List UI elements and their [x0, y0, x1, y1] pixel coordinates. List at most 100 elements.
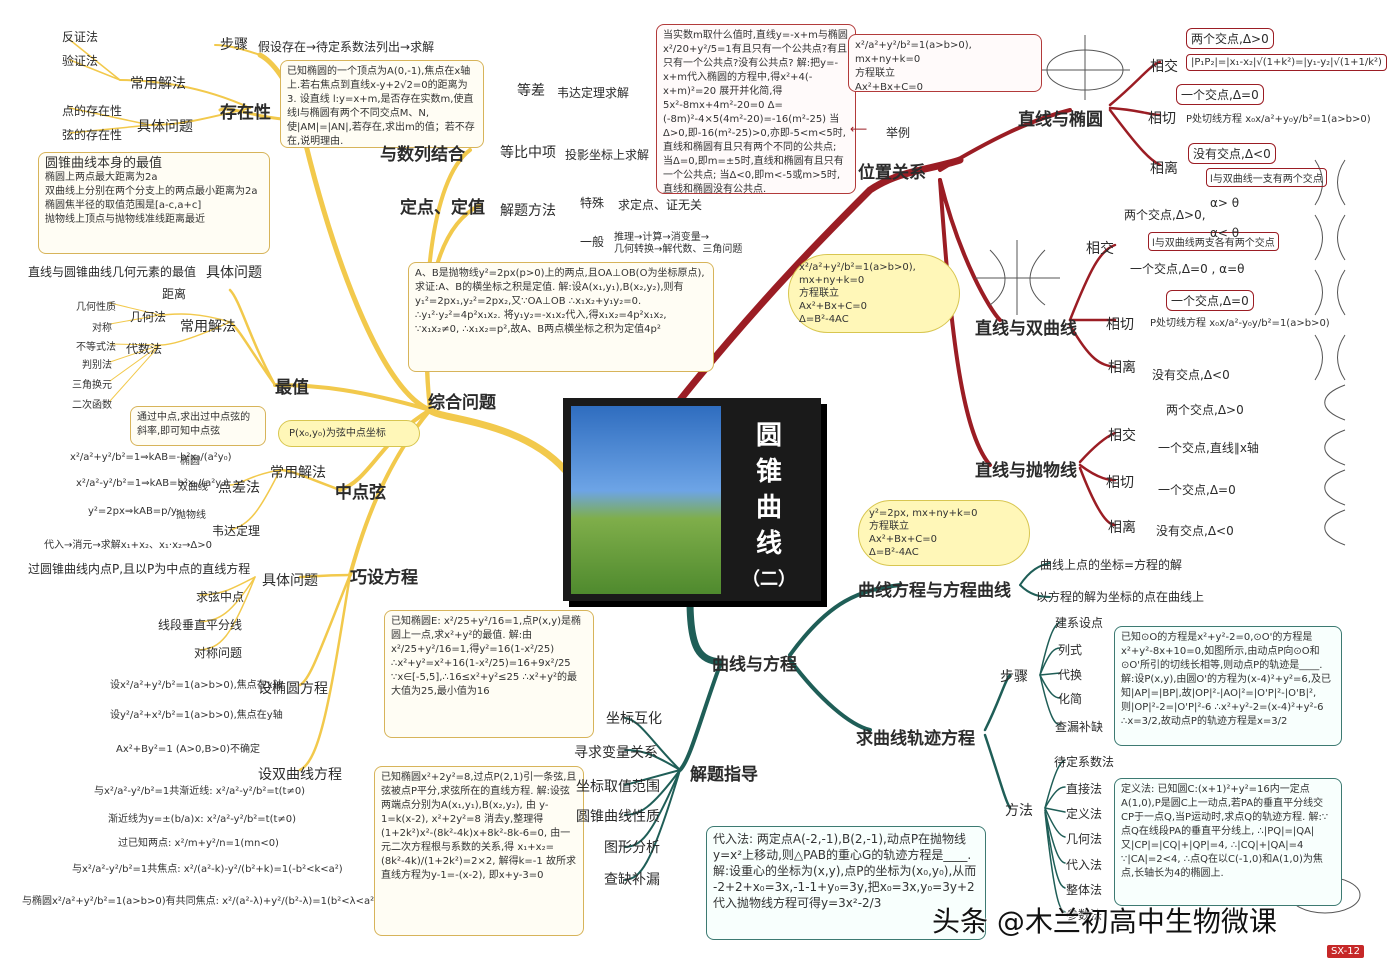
branch-position: 位置关系 [858, 163, 926, 183]
fixed-general-text1: 推理→计算→消变量→ [614, 232, 710, 243]
arrow-left-icon: ⟵ [850, 122, 868, 136]
hyper-note-one-branch: l与双曲线一支有两个交点 [1206, 168, 1327, 187]
midpoint-tag-cloud: P(x₀,y₀)为弦中点坐标 [278, 420, 420, 447]
branch-extreme: 最值 [275, 378, 309, 398]
fixed-general-text2: 几何转换→解代数、三角问题 [614, 244, 743, 255]
para-separate: 相离 [1108, 520, 1136, 536]
trajectory-method-item: 定义法 [1066, 807, 1103, 821]
trajectory-method-item: 整体法 [1066, 883, 1103, 897]
existence-steps: 步骤 [220, 37, 248, 53]
clever-ellipse-item: Ax²+By²=1 (A>0,B>0)不确定 [116, 744, 261, 755]
midpoint-eq-hyper: x²/a²-y²/b²=1⇒kAB=b²x₀/(a²y₀) [76, 478, 230, 489]
fixed-special-text: 求定点、证无关 [618, 198, 703, 212]
hyper-separate: 相离 [1108, 360, 1136, 376]
series-arith: 等差 [517, 83, 545, 99]
extreme-alg-item: 判别法 [82, 360, 112, 371]
ellipse-intersect: 相交 [1150, 59, 1178, 75]
midpoint-common: 常用解法 [270, 465, 326, 481]
trajectory-method: 方法 [1005, 803, 1033, 819]
extreme-alg-item: 不等式法 [76, 342, 116, 353]
existence-specific-item: 点的存在性 [62, 104, 123, 118]
clever-example1-box: 已知椭圆E: x²/25+y²/16=1,点P(x,y)是椭圆上一点,求x²+y… [384, 610, 594, 738]
title-char-2: 锥 [755, 457, 782, 487]
position-example-box: 当实数m取什么值时,直线y=-x+m与椭圆x²/20+y²/5=1有且只有一个公… [656, 24, 856, 194]
midpoint-hyper: 双曲线 [178, 482, 208, 493]
midpoint-diff: 点差法 [218, 480, 260, 496]
fixed-method: 解题方法 [500, 203, 556, 219]
hyper-system-result: Ax²+Bx+C=0 [799, 301, 868, 312]
para-one-axis: 一个交点,直线∥x轴 [1158, 441, 1259, 455]
para-system-delta: Δ=B²-4AC [869, 547, 919, 558]
extreme-box-item: 抛物线上顶点与抛物线准线距离最近 [45, 214, 205, 225]
guide-item: 坐标取值范围 [576, 779, 660, 795]
hyper-tangent-eq: P处切线方程 x₀x/a²-y₀y/b²=1(a>b>0) [1150, 318, 1330, 329]
para-system-eq: y²=2px, mx+ny+k=0 [869, 508, 978, 519]
clever-hyper-item: 过已知两点: x²/m+y²/n=1(mn<0) [118, 838, 279, 849]
hyper-system-cloud: x²/a²+y²/b²=1(a>b>0), mx+ny+k=0 方程联立 Ax²… [788, 254, 960, 333]
hyper-intersect: 相交 [1086, 241, 1114, 257]
extreme-alg-item: 三角换元 [72, 380, 112, 391]
guide-item: 寻求变量关系 [574, 745, 658, 761]
trajectory-step: 建系设点 [1055, 616, 1104, 630]
ellipse-tangent: 相切 [1148, 111, 1176, 127]
title-char-4: 线 [755, 529, 782, 559]
center-title: 圆 锥 曲 线 （二） [731, 418, 807, 598]
branch-ellipse-line: 直线与椭圆 [1018, 110, 1103, 130]
clever-hyper: 设双曲线方程 [258, 767, 342, 783]
ellipse-tangent-eq: P处切线方程 x₀x/a²+y₀y/b²=1(a>b>0) [1186, 114, 1371, 125]
fixed-example-box: A、B是抛物线y²=2px(p>0)上的两点,且OA⊥OB(O为坐标原点),求证… [408, 262, 714, 372]
fixed-special: 特殊 [580, 196, 605, 210]
existence-common: 常用解法 [130, 76, 186, 92]
ellipse-no-point: 没有交点,Δ<0 [1188, 143, 1276, 164]
curve-eq-item: 以方程的解为坐标的点在曲线上 [1036, 590, 1205, 604]
para-intersect: 相交 [1108, 428, 1136, 444]
clever-item: 对称问题 [194, 646, 243, 660]
substitution-example-box: 代入法: 两定点A(-2,-1),B(2,-1),动点P在抛物线y=x²上移动,… [706, 826, 986, 940]
clever-item: 线段垂直平分线 [158, 618, 243, 632]
extreme-geo-item: 对称 [92, 323, 112, 334]
hyper-system-delta: Δ=B²-4AC [799, 314, 849, 325]
para-system-cloud: y²=2px, mx+ny+k=0 方程联立 Ax²+Bx+C=0 Δ=B²-4… [858, 500, 1030, 566]
center-title-card: 圆 锥 曲 线 （二） [563, 398, 821, 601]
branch-comprehensive: 综合问题 [428, 393, 496, 413]
trajectory-step: 化简 [1058, 692, 1083, 706]
existence-specific-item: 弦的存在性 [62, 128, 123, 142]
hyper-tangent: 相切 [1106, 317, 1134, 333]
midpoint-eq-ellipse: x²/a²+y²/b²=1⇒kAB=-b²x₀/(a²y₀) [70, 452, 232, 463]
ellipse-system-label: 方程联立 [855, 68, 895, 79]
clever-hyper-item: 渐近线为y=±(b/a)x: x²/a²-y²/b²=t(t≠0) [108, 814, 297, 825]
clever-ellipse-item: 设y²/a²+x²/b²=1(a>b>0),焦点在y轴 [110, 710, 283, 721]
title-char-3: 曲 [755, 493, 782, 523]
existence-specific: 具体问题 [137, 119, 193, 135]
hyper-tan-one-point: 一个交点,Δ=0 [1166, 290, 1254, 311]
title-char-1: 圆 [755, 421, 782, 451]
trajectory-steps: 步骤 [1000, 669, 1028, 685]
branch-para-line: 直线与抛物线 [975, 461, 1077, 481]
extreme-box-item: 双曲线上分别在两个分支上的两点最小距离为2a [45, 186, 258, 197]
existence-common-item: 反证法 [62, 30, 99, 44]
clever-hyper-item: 与x²/a²-y²/b²=1共渐近线: x²/a²-y²/b²=t(t≠0) [94, 786, 306, 797]
clever-ellipse: 设椭圆方程 [258, 681, 328, 697]
ellipse-chord-formula: |P₁P₂|=|x₁-x₂|√(1+k²)=|y₁-y₂|√(1+1/k²) [1186, 54, 1387, 71]
extreme-box-item: 椭圆焦半径的取值范围是[a-c,a+c] [45, 200, 202, 211]
branch-fixed: 定点、定值 [400, 198, 485, 218]
existence-common-item: 验证法 [62, 54, 99, 68]
extreme-common: 常用解法 [180, 319, 236, 335]
hyper-system-eq: x²/a²+y²/b²=1(a>b>0), mx+ny+k=0 [799, 262, 916, 286]
midpoint-note-box: 通过中点,求出过中点弦的斜率,即可知中点弦 [130, 406, 266, 446]
extreme-alg-item: 二次函数 [72, 400, 112, 411]
trajectory-method-item: 几何法 [1066, 832, 1103, 846]
clever-hyper-item: 与x²/a²-y²/b²=1共焦点: x²/(a²-k)-y²/(b²+k)=1… [72, 864, 343, 875]
extreme-specific-text: 直线与圆锥曲线几何元素的最值 [28, 265, 197, 279]
extreme-specific: 具体问题 [206, 265, 262, 281]
branch-midpoint: 中点弦 [335, 483, 386, 503]
hyper-one-point: 一个交点,Δ=0 , α=θ [1130, 262, 1245, 276]
trajectory-method-item: 参数法 [1066, 908, 1103, 922]
branch-hyper-line: 直线与双曲线 [975, 319, 1077, 339]
para-two-points: 两个交点,Δ>0 [1166, 403, 1244, 417]
guide-item: 圆锥曲线性质 [576, 809, 660, 825]
trajectory-steps-example-box: 已知⊙O的方程是x²+y²-2=0,⊙O'的方程是x²+y²-8x+10=0,如… [1114, 626, 1342, 746]
guide-item: 图形分析 [604, 840, 660, 856]
fixed-general: 一般 [580, 235, 605, 249]
